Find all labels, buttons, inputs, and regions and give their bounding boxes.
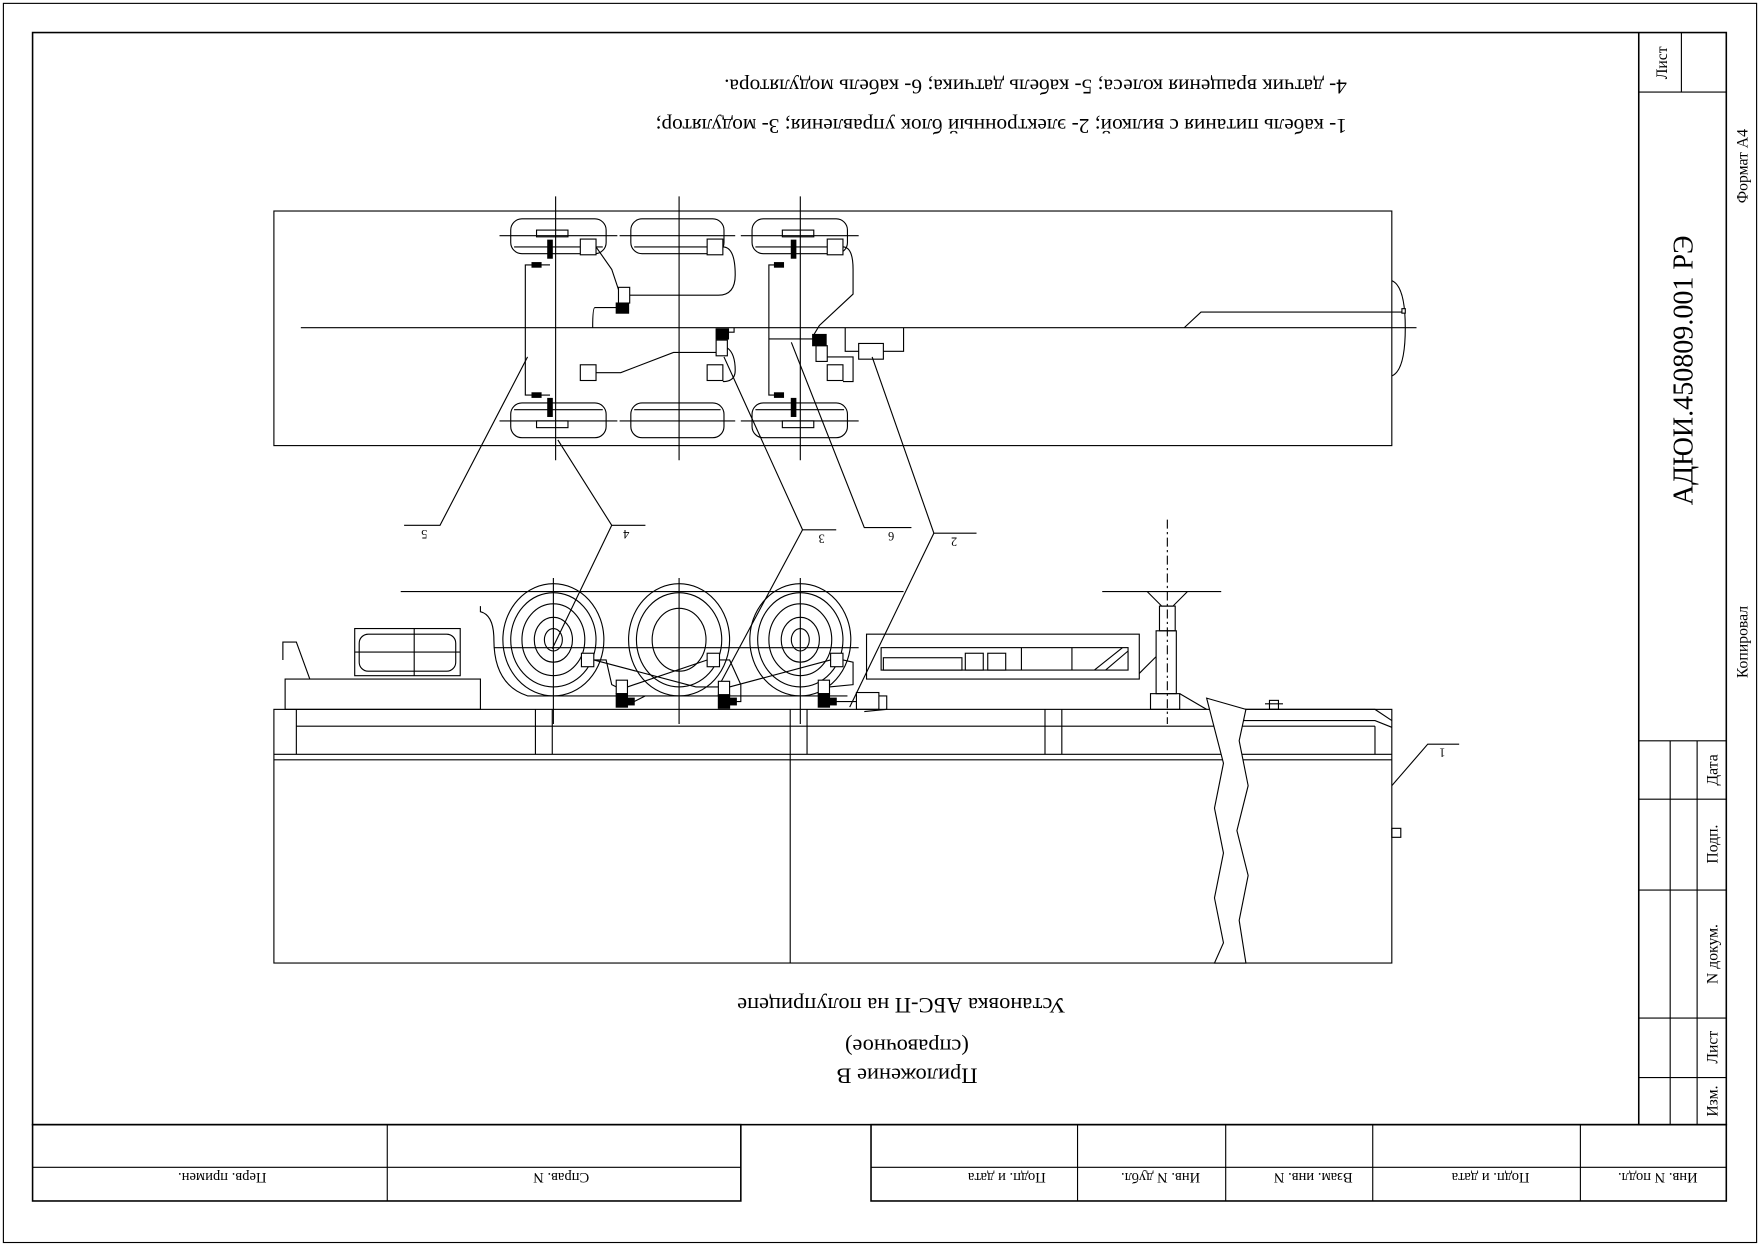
drawing-caption: Установка АБС-П на полуприцепе bbox=[737, 993, 1065, 1018]
note-line-2: 4- датчик вращения колеса; 5- кабель дат… bbox=[724, 75, 1347, 99]
sheet-label: Лист bbox=[1654, 46, 1671, 79]
drawing-title: Приложение В (справочное) Установка АБС-… bbox=[737, 993, 1065, 1089]
bottom-strip: Перв. примен. Справ. N Подп. и дата Инв.… bbox=[31, 1123, 1728, 1202]
legend-notes: 1- кабель питания с вилкой; 2- электронн… bbox=[656, 75, 1347, 138]
rev-col-sign: Подп. bbox=[1704, 825, 1721, 864]
callout-2: 2 bbox=[951, 535, 957, 549]
strip-replace-inv: Взам. инв. N bbox=[1273, 1169, 1352, 1185]
callout-1: 1 bbox=[1439, 746, 1445, 760]
rev-col-izm: Изм. bbox=[1704, 1085, 1721, 1116]
inner-frame bbox=[31, 31, 1728, 1126]
callout-4: 4 bbox=[623, 527, 629, 541]
strip-first-use: Перв. примен. bbox=[178, 1169, 266, 1185]
rev-col-date: Дата bbox=[1704, 754, 1721, 785]
appendix-kind: (справочное) bbox=[845, 1034, 969, 1059]
wheel-sensors-top bbox=[524, 239, 797, 417]
appendix-label: Приложение В bbox=[836, 1064, 977, 1089]
ecu-top bbox=[844, 327, 905, 360]
landing-gear bbox=[1146, 519, 1207, 724]
note-line-1: 1- кабель питания с вилкой; 2- электронн… bbox=[656, 114, 1347, 138]
side-view bbox=[273, 519, 1402, 964]
top-view bbox=[273, 196, 1417, 461]
platform bbox=[273, 697, 1402, 964]
callout-3: 3 bbox=[819, 531, 825, 545]
modulators-side bbox=[580, 652, 854, 709]
callout-6: 6 bbox=[888, 529, 894, 543]
strip-ref-no: Справ. N bbox=[533, 1169, 589, 1185]
copied-label: Копировал bbox=[1735, 606, 1752, 678]
strip-sign-date-2: Подп. и дата bbox=[1451, 1169, 1529, 1185]
format-label: Формат А4 bbox=[1735, 129, 1752, 203]
callout-leaders: 1 2 3 4 5 6 bbox=[404, 342, 1460, 787]
ecu-side bbox=[836, 691, 888, 713]
document-code: АДЮИ.450809.001 РЭ bbox=[1669, 235, 1700, 505]
title-stamp: Лист АДЮИ.450809.001 РЭ Формат А4 Копиро… bbox=[1637, 32, 1752, 1125]
modulators-top bbox=[579, 238, 854, 383]
strip-sign-date-1: Подп. и дата bbox=[967, 1169, 1045, 1185]
rev-col-doc: N докум. bbox=[1704, 924, 1721, 984]
rev-col-list: Лист bbox=[1704, 1031, 1721, 1064]
strip-inv-orig: Инв. N подл. bbox=[1618, 1169, 1698, 1185]
strip-inv-dup: Инв. N дубл. bbox=[1121, 1169, 1200, 1185]
revision-table: Изм. Лист N докум. Подп. Дата bbox=[1638, 740, 1727, 1125]
callout-5: 5 bbox=[421, 527, 427, 541]
wheels-side bbox=[479, 578, 852, 724]
